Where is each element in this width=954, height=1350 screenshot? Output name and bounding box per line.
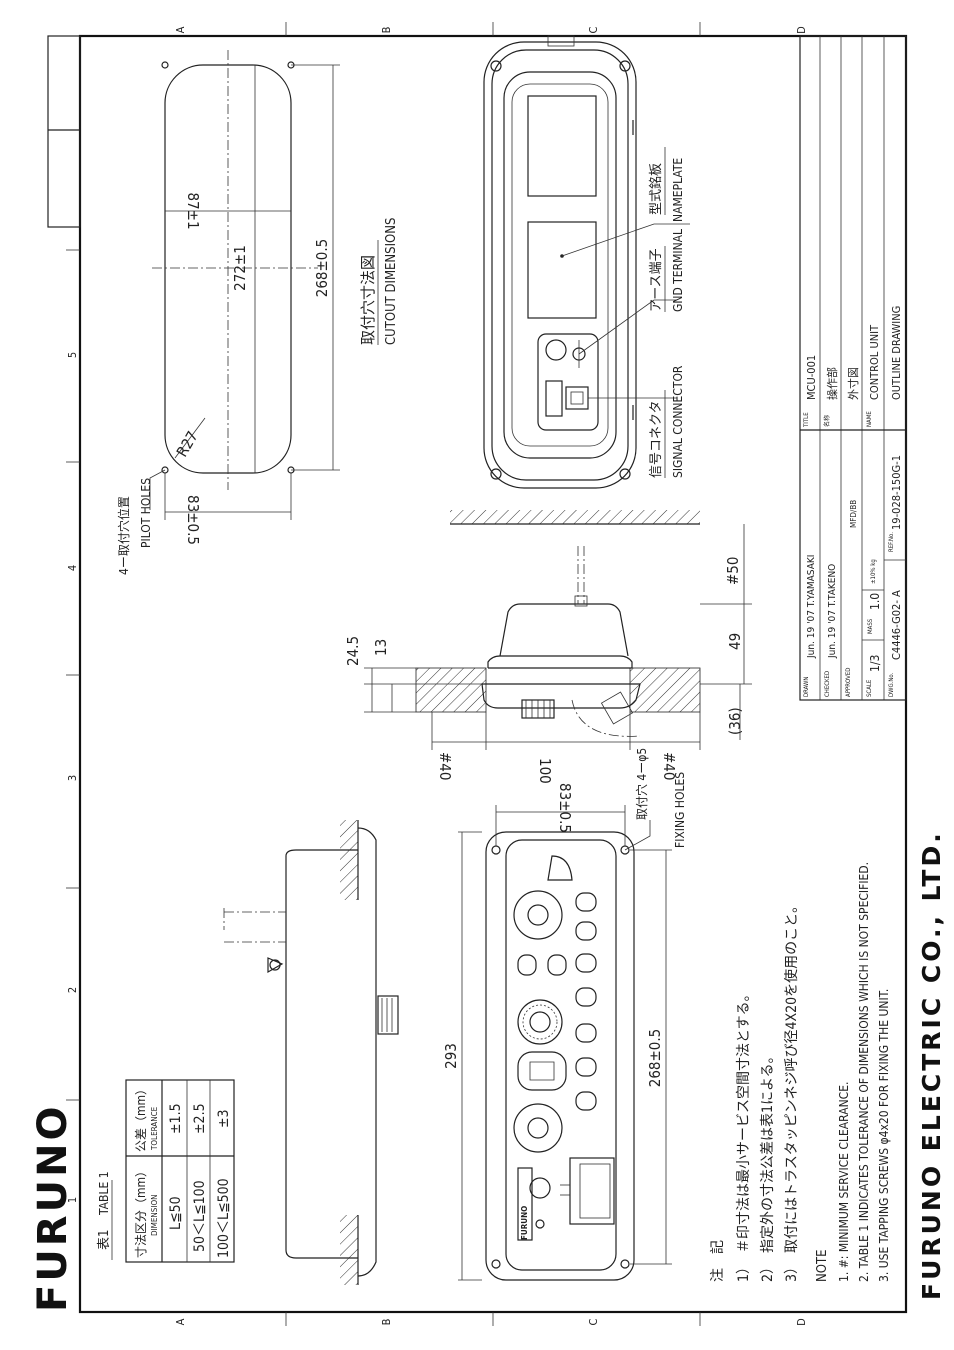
tb-approved-label: APPROVED	[845, 668, 852, 697]
tb-drawn-label: DRAWN	[803, 677, 810, 697]
zone-row-a-top: A	[174, 26, 187, 33]
table1-header-dimension-en: DIMENSION	[150, 1194, 159, 1236]
tb-ref-label: REF.No.	[888, 532, 895, 552]
tb-title: MCU-001	[805, 355, 818, 400]
cutout-title-jp: 取付穴寸法図	[359, 255, 377, 345]
table1-row3-tolerance: ±3	[216, 1109, 232, 1128]
zone-col-4: 4	[66, 565, 79, 571]
table1-row3-dimension: 100＜L≦500	[216, 1178, 232, 1258]
tb-title-label: TITLE	[803, 412, 810, 428]
dim-49: 49	[726, 633, 744, 650]
tb-mass-label: MASS	[867, 618, 874, 634]
front-overall-length: 293	[442, 1043, 460, 1069]
table1-header-dimension-jp: 寸法区分（mm）	[134, 1165, 148, 1258]
dim-40-left: #40	[436, 752, 454, 780]
tb-name-en2: OUTLINE DRAWING	[890, 306, 903, 400]
cutout-width-dim: 87±1	[184, 192, 202, 229]
tb-name-label: NAME	[866, 411, 873, 427]
cutout-hole-length-dim: 268±0.5	[313, 239, 331, 298]
table1-title-en: TABLE 1	[97, 1171, 111, 1216]
table1-row2-dimension: 50＜L≦100	[192, 1180, 208, 1252]
tb-approved: MFD/BB	[849, 500, 858, 528]
tb-name-jp2: 外寸図	[846, 367, 860, 400]
tb-dwg-no: C4446-G02- A	[890, 590, 903, 660]
table1-row2-tolerance: ±2.5	[192, 1103, 208, 1134]
title-block	[799, 35, 907, 701]
signal-connector-label-en: SIGNAL CONNECTOR	[671, 365, 685, 478]
zone-row-a-bottom: A	[174, 1318, 187, 1325]
tolerance-table	[111, 1079, 235, 1263]
tb-dwg-label: DWG.No.	[888, 672, 895, 697]
rear-view	[483, 35, 690, 489]
cutout-hole-spacing-dim: 83±0.5	[184, 495, 202, 545]
zone-row-b-top: B	[380, 26, 393, 33]
dim-13: 13	[372, 639, 390, 656]
table1-header-tolerance-en: TOLERANCE	[150, 1106, 159, 1151]
notes-en-heading: NOTE	[815, 1250, 830, 1282]
notes-en-item-1: 1. #: MINIMUM SERVICE CLEARANCE.	[837, 1082, 851, 1282]
tb-scale-label: SCALE	[866, 679, 873, 697]
fixing-holes-label-jp: 取付穴 4ーφ5	[634, 748, 649, 820]
zone-row-c-top: C	[587, 26, 600, 33]
side-view	[364, 510, 752, 750]
zone-row-d-bottom: D	[795, 1318, 808, 1326]
notes-jp-item-2: 2） 指定外の寸法公差は表1による。	[760, 1049, 776, 1282]
tb-ref-no: 19-028-150G-1	[890, 455, 903, 530]
gnd-terminal-label-jp: アース端子	[649, 248, 664, 312]
tb-drawn: Jun. 19 '07 T.YAMASAKI	[806, 555, 817, 659]
zone-row-b-bottom: B	[380, 1318, 393, 1325]
zone-col-3: 3	[66, 775, 79, 781]
zone-row-c-bottom: C	[587, 1318, 600, 1325]
cutout-title-en: CUTOUT DIMENSIONS	[384, 218, 399, 345]
edge-view	[223, 820, 399, 1285]
notes-en-item-2: 2. TABLE 1 INDICATES TOLERANCE OF DIMENS…	[857, 862, 871, 1282]
tb-name-en: CONTROL UNIT	[868, 324, 881, 400]
zone-col-5: 5	[66, 352, 79, 358]
zone-row-d-top: D	[795, 26, 808, 34]
pilot-holes-label-en: PILOT HOLES	[139, 478, 153, 548]
dim-36: (36)	[726, 707, 744, 735]
notes-jp-heading: 注 記	[709, 1240, 726, 1282]
fixing-holes-jp-line1: 取付穴 4ーφ5	[634, 748, 649, 820]
tb-scale: 1/3	[868, 655, 882, 672]
tb-checked: Jun. 19 '07 T.TAKENO	[827, 564, 838, 659]
tb-name-jp-label: 名称	[823, 415, 831, 427]
table1-row1-tolerance: ±1.5	[168, 1103, 184, 1134]
table1-header-tolerance-jp: 公差（mm）	[134, 1083, 148, 1152]
front-view	[458, 805, 672, 1281]
tb-checked-label: CHECKED	[824, 671, 831, 697]
zone-col-1: 1	[66, 1197, 79, 1203]
dim-100: 100	[536, 758, 554, 784]
tb-mass-unit: ±10% kg	[870, 559, 877, 584]
notes-en-item-3: 3. USE TAPPING SCREWS φ4x20 FOR FIXING T…	[877, 989, 891, 1282]
cutout-view	[149, 50, 340, 520]
dim-50: #50	[724, 557, 742, 585]
tb-mass: 1.0	[868, 593, 882, 610]
dim-40-right: #40	[660, 752, 678, 780]
fixing-holes-label-en: FIXING HOLES	[673, 772, 687, 848]
nameplate-label-jp: 型式銘板	[649, 163, 664, 215]
zone-col-2: 2	[66, 987, 79, 993]
tb-name-jp: 操作部	[825, 367, 839, 400]
pilot-holes-label-jp: 4ー取付穴位置	[116, 496, 131, 575]
cutout-length-dim: 272±1	[231, 245, 249, 291]
gnd-terminal-label-en: GND TERMINAL	[671, 229, 685, 312]
zone-labels: A B C D A B C D 1 2 3 4 5	[66, 26, 808, 1326]
table1-title-jp: 表1	[97, 1230, 112, 1250]
dim-24-5: 24.5	[344, 636, 362, 666]
signal-connector-label-jp: 信号コネクタ	[649, 401, 664, 478]
panel-logo: FURUNO	[520, 1206, 529, 1240]
nameplate-label-en: NAMEPLATE	[671, 158, 685, 222]
company-name: FURUNO ELECTRIC CO., LTD.	[917, 830, 946, 1300]
front-hole-spacing: 83±0.5	[556, 783, 574, 833]
front-hole-length: 268±0.5	[646, 1029, 664, 1088]
furuno-logo: FURUNO	[30, 1103, 76, 1312]
notes-jp-item-3: 3） 取付にはトラスタッピンネジ呼び径4X20を使用のこと。	[783, 899, 800, 1282]
notes-jp-item-1: 1） ＃印寸法は最小サービス空間寸法とする。	[736, 987, 752, 1282]
table1-row1-dimension: L≦50	[168, 1196, 184, 1230]
